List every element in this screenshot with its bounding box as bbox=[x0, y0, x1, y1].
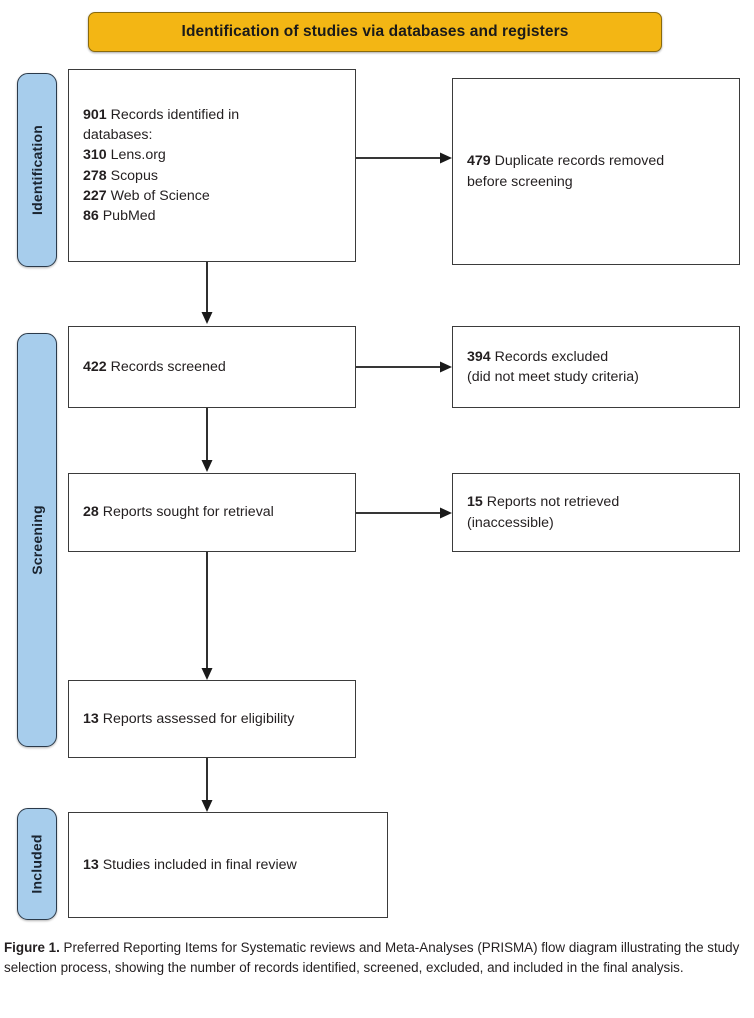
figure-caption-label: Figure 1. bbox=[4, 940, 60, 955]
arrow-sought-to-not-retrieved bbox=[356, 505, 454, 521]
figure-caption: Figure 1. Preferred Reporting Items for … bbox=[4, 938, 750, 979]
node-studies-included-text: 13 Studies included in final review bbox=[83, 856, 297, 873]
node-reports-sought-for-retrieval: 28 Reports sought for retrieval bbox=[68, 473, 356, 552]
phase-label-included: Included bbox=[17, 808, 57, 920]
phase-label-screening: Screening bbox=[17, 333, 57, 747]
arrow-screened-to-sought bbox=[199, 408, 215, 474]
node-studies-included: 13 Studies included in final review bbox=[68, 812, 388, 918]
banner-title: Identification of studies via databases … bbox=[181, 23, 569, 40]
node-reports-not-retrieved: 15 Reports not retrieved(inaccessible) bbox=[452, 473, 740, 552]
node-records-excluded: 394 Records excluded(did not meet study … bbox=[452, 326, 740, 408]
node-records-excluded-text: 394 Records excluded(did not meet study … bbox=[467, 348, 639, 385]
node-reports-assessed-for-eligibility-text: 13 Reports assessed for eligibility bbox=[83, 710, 295, 727]
arrow-assessed-to-included bbox=[199, 758, 215, 814]
figure-caption-text: Preferred Reporting Items for Systematic… bbox=[4, 940, 740, 976]
phase-label-identification: Identification bbox=[17, 73, 57, 267]
node-records-screened: 422 Records screened bbox=[68, 326, 356, 408]
node-records-screened-text: 422 Records screened bbox=[83, 358, 226, 375]
node-reports-sought-for-retrieval-text: 28 Reports sought for retrieval bbox=[83, 504, 274, 521]
arrow-identified-to-screened bbox=[199, 262, 215, 326]
node-reports-assessed-for-eligibility: 13 Reports assessed for eligibility bbox=[68, 680, 356, 758]
arrow-sought-to-assessed bbox=[199, 552, 215, 682]
phase-label-identification-text: Identification bbox=[29, 125, 46, 215]
arrow-identified-to-duplicates bbox=[356, 150, 454, 166]
arrow-screened-to-excluded bbox=[356, 359, 454, 375]
phase-label-included-text: Included bbox=[29, 834, 46, 894]
phase-label-screening-text: Screening bbox=[29, 505, 45, 575]
diagram-banner: Identification of studies via databases … bbox=[88, 12, 662, 52]
node-reports-not-retrieved-text: 15 Reports not retrieved(inaccessible) bbox=[467, 494, 620, 531]
